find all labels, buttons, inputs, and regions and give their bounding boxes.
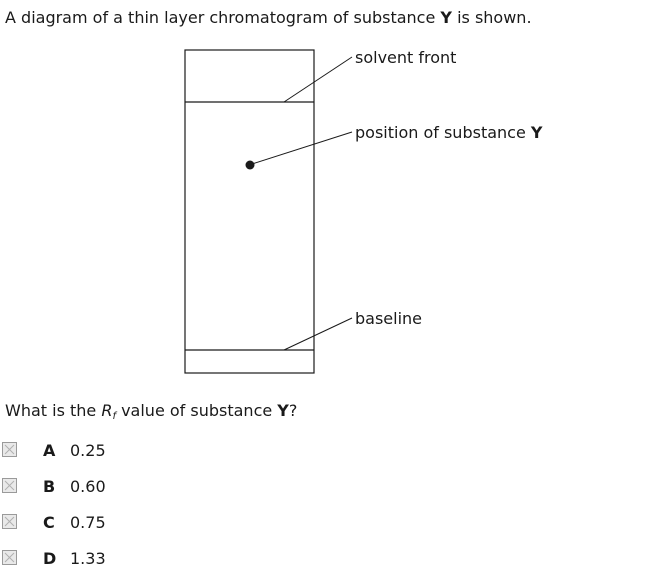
- option-a-checkbox[interactable]: [2, 442, 17, 457]
- option-d[interactable]: D 1.33: [0, 548, 200, 570]
- intro-text: A diagram of a thin layer chromatogram o…: [5, 7, 532, 29]
- checkbox-cross-icon: [4, 516, 15, 527]
- option-c-letter: C: [43, 513, 55, 532]
- intro-text-after: is shown.: [452, 8, 532, 27]
- rf-symbol: Rf: [101, 401, 116, 422]
- option-d-value: 1.33: [70, 549, 106, 568]
- option-a[interactable]: A 0.25: [0, 440, 200, 462]
- option-a-value: 0.25: [70, 441, 106, 460]
- option-b-checkbox[interactable]: [2, 478, 17, 493]
- option-a-letter: A: [43, 441, 56, 460]
- checkbox-cross-icon: [4, 444, 15, 455]
- rf-subscript: f: [112, 411, 116, 422]
- position-label: position of substance Y: [355, 123, 543, 142]
- baseline-leader: [283, 317, 353, 351]
- intro-text-before: A diagram of a thin layer chromatogram o…: [5, 8, 441, 27]
- position-label-substance: Y: [530, 123, 543, 142]
- question-text-after: ?: [288, 401, 298, 420]
- question-substance: Y: [277, 401, 289, 420]
- checkbox-cross-icon: [4, 552, 15, 563]
- checkbox-cross-icon: [4, 480, 15, 491]
- option-c-checkbox[interactable]: [2, 514, 17, 529]
- chromatogram-plate: [184, 49, 315, 374]
- solvent-front-leader: [283, 56, 353, 103]
- solvent-front-label: solvent front: [355, 48, 456, 67]
- substance-leader: [251, 131, 353, 165]
- option-d-checkbox[interactable]: [2, 550, 17, 565]
- intro-substance: Y: [440, 8, 452, 27]
- chromatogram-diagram: solvent front position of substance Y ba…: [184, 48, 543, 374]
- option-b-letter: B: [43, 477, 56, 496]
- question-text-before: What is the: [5, 401, 102, 420]
- question-text-middle: value of substance: [116, 401, 278, 420]
- option-b[interactable]: B 0.60: [0, 476, 200, 498]
- option-b-value: 0.60: [70, 477, 106, 496]
- option-d-letter: D: [43, 549, 57, 568]
- option-c-value: 0.75: [70, 513, 106, 532]
- position-label-prefix: position of substance: [355, 123, 531, 142]
- question-text: What is the Rf value of substance Y?: [5, 400, 297, 428]
- option-c[interactable]: C 0.75: [0, 512, 200, 534]
- substance-spot: [245, 160, 255, 170]
- baseline-label: baseline: [355, 309, 422, 328]
